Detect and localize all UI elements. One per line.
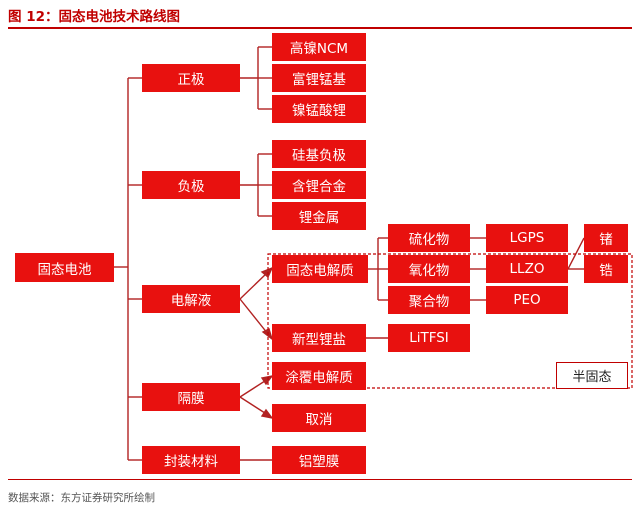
node-ni-mn-li: 镍锰酸锂 xyxy=(272,95,366,123)
node-anode: 负极 xyxy=(142,171,240,199)
source-note: 数据来源：东方证券研究所绘制 xyxy=(8,492,155,504)
node-lgps: LGPS xyxy=(486,224,568,252)
node-electrolyte: 电解液 xyxy=(142,285,240,313)
node-coated-electrolyte: 涂覆电解质 xyxy=(272,362,366,390)
node-oxide: 氧化物 xyxy=(388,255,470,283)
arrow-head xyxy=(260,266,274,279)
node-si-anode: 硅基负极 xyxy=(272,140,366,168)
node-zr: 锆 xyxy=(584,255,628,283)
node-li-alloy: 含锂合金 xyxy=(272,171,366,199)
node-polymer: 聚合物 xyxy=(388,286,470,314)
node-ge: 锗 xyxy=(584,224,628,252)
title-rule xyxy=(8,27,632,29)
semi-solid-label: 半固态 xyxy=(556,362,628,389)
node-solid-electrolyte: 固态电解质 xyxy=(272,255,368,283)
arrow-line xyxy=(239,378,269,398)
arrow-head xyxy=(260,374,274,386)
node-llzo: LLZO xyxy=(486,255,568,283)
node-litfsi: LiTFSI xyxy=(388,324,470,352)
semi-solid-region xyxy=(267,253,633,389)
node-separator: 隔膜 xyxy=(142,383,240,411)
footer-rule xyxy=(8,479,632,480)
arrow-head xyxy=(260,408,274,420)
figure-title: 图 12：固态电池技术路线图 xyxy=(8,9,180,25)
arrow-line xyxy=(239,298,269,335)
node-sulfide: 硫化物 xyxy=(388,224,470,252)
arrow-line xyxy=(239,396,269,416)
node-peo: PEO xyxy=(486,286,568,314)
node-cancel: 取消 xyxy=(272,404,366,432)
node-high-ni-ncm: 高镍NCM xyxy=(272,33,366,61)
node-al-plastic: 铝塑膜 xyxy=(272,446,366,474)
node-li-metal: 锂金属 xyxy=(272,202,366,230)
node-cathode: 正极 xyxy=(142,64,240,92)
arrow-line xyxy=(239,271,269,300)
node-root: 固态电池 xyxy=(15,253,114,282)
node-li-rich-mn: 富锂锰基 xyxy=(272,64,366,92)
node-new-li-salt: 新型锂盐 xyxy=(272,324,366,352)
node-packaging: 封装材料 xyxy=(142,446,240,474)
